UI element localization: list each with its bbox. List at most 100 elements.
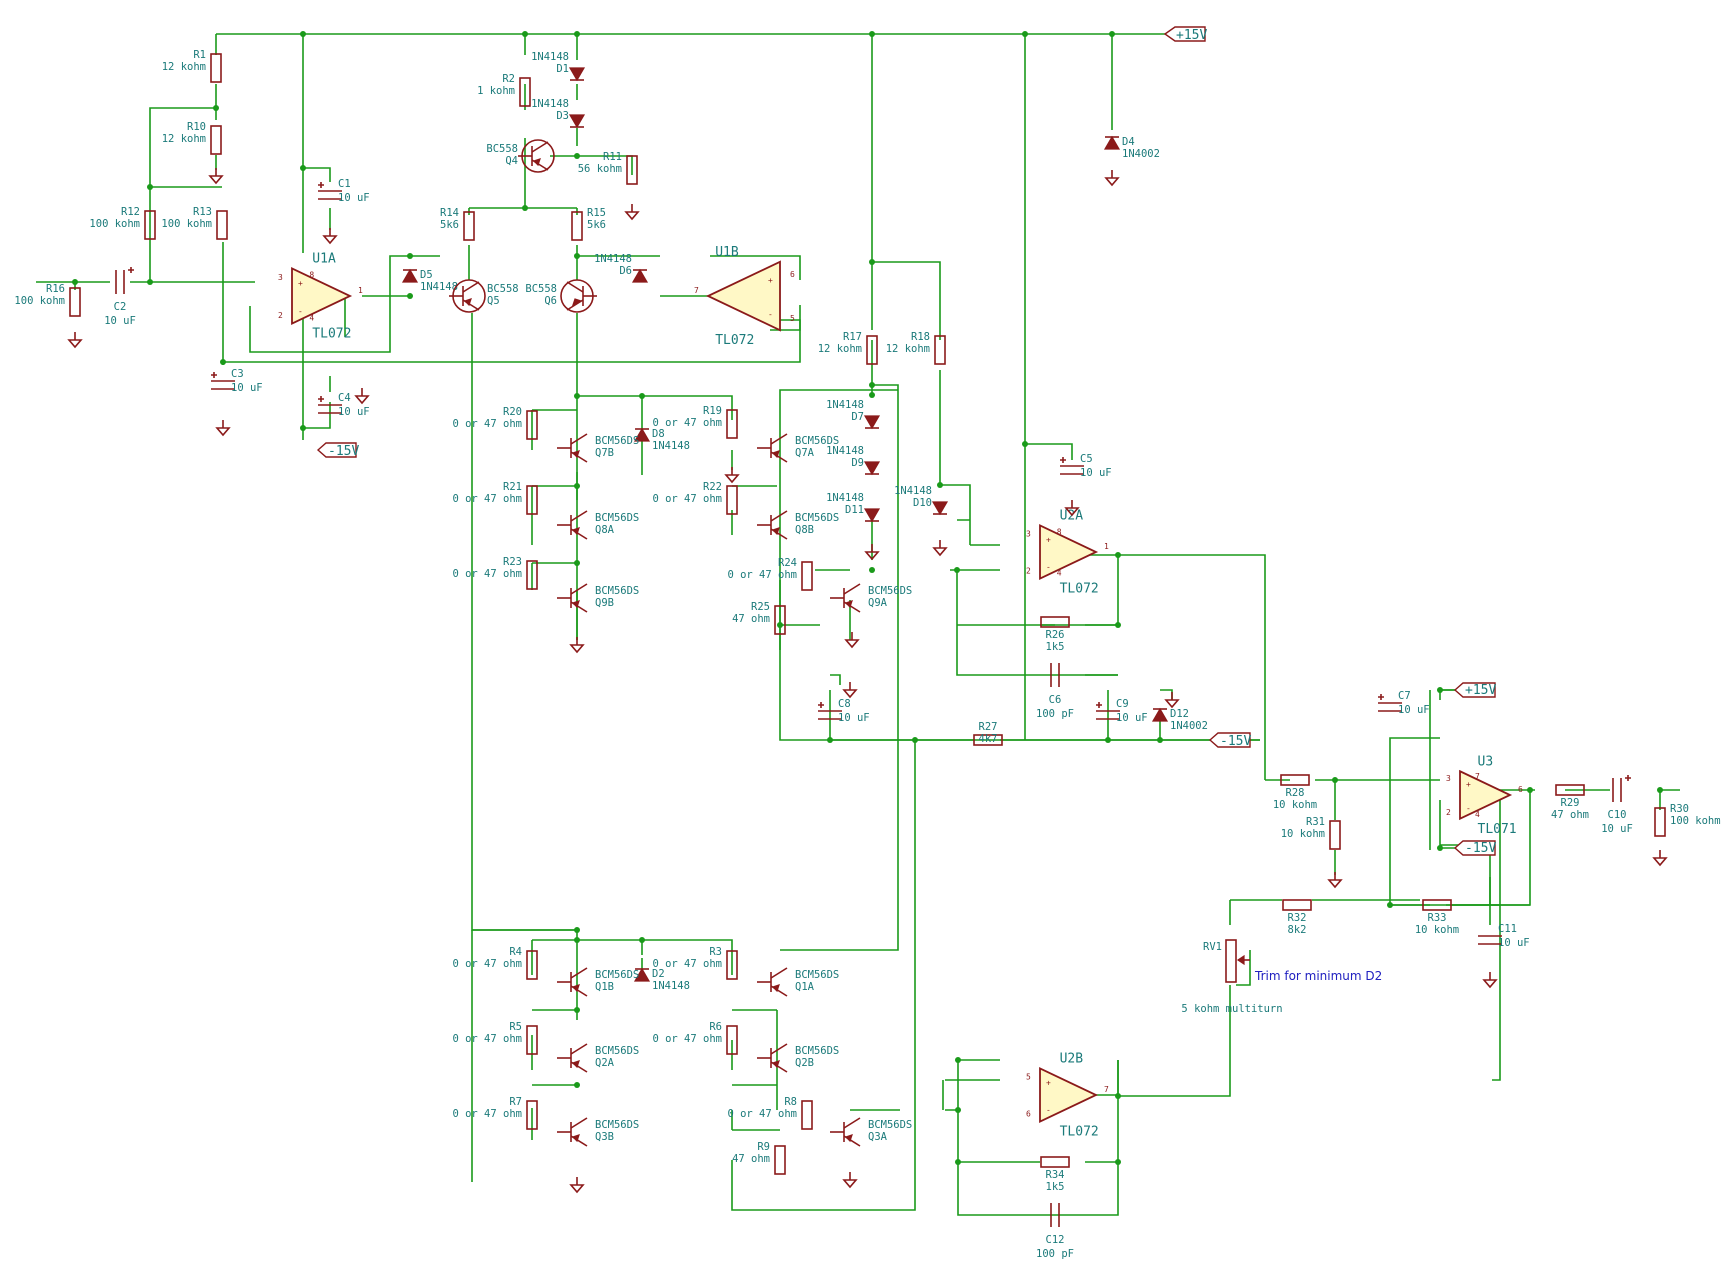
resistor-ref: R23 (503, 556, 522, 568)
resistor-value: 0 or 47 ohm (452, 493, 522, 505)
rail-label-pos: +15V (1453, 682, 1496, 698)
resistor-ref: R11 (603, 151, 622, 163)
opamp-pin: 8 (1057, 527, 1062, 536)
opamp-pin: 2 (1446, 808, 1451, 817)
resistor-ref: R4 (509, 946, 522, 958)
resistor-value: 100 kohm (1670, 815, 1721, 827)
resistor-value: 0 or 47 ohm (652, 493, 722, 505)
ground-symbol (354, 388, 370, 405)
transistor-ref: Q1B (595, 981, 614, 993)
resistor-ref: R10 (187, 121, 206, 133)
capacitor-value: 10 uF (338, 192, 370, 204)
resistor-value: 0 or 47 ohm (452, 1108, 522, 1120)
opamp-pin: 7 (694, 286, 699, 295)
capacitor-ref: C11 (1498, 923, 1517, 935)
resistor-value: 0 or 47 ohm (727, 1108, 797, 1120)
rail-label-neg: -15V (316, 442, 359, 459)
rail-text: +15V (1465, 683, 1496, 698)
opamp-pin: 7 (1475, 772, 1480, 781)
resistor-ref: R14 (440, 207, 459, 219)
capacitor-ref: C2 (114, 301, 127, 313)
opamp-value: TL072 (312, 327, 351, 342)
ground-symbol (569, 1177, 585, 1194)
ground-symbol (842, 1172, 858, 1189)
diode-value: 1N4148 (652, 980, 690, 992)
ground-symbol (1652, 850, 1668, 867)
resistor-ref: R6 (709, 1021, 722, 1033)
resistor-value: 12 kohm (886, 343, 930, 355)
rail-text: -15V (1220, 734, 1251, 749)
capacitor-ref: C3 (231, 368, 244, 380)
resistor-value: 47 ohm (732, 613, 770, 625)
resistor-value: 1k5 (1046, 641, 1065, 653)
resistor-value: 8k2 (1288, 924, 1307, 936)
resistor: R30 or 47 ohm (652, 946, 738, 980)
opamp-pin: 3 (278, 273, 283, 282)
ground-symbol (1327, 872, 1343, 889)
opamp-pin: 2 (278, 311, 283, 320)
resistor-ref: R5 (509, 1021, 522, 1033)
resistor-ref: R21 (503, 481, 522, 493)
diode-value: 1N4148 (652, 440, 690, 452)
diode-ref: D1 (556, 63, 569, 75)
transistor-ref: Q7A (795, 447, 815, 459)
opamp-pin: 8 (309, 271, 314, 280)
ground-symbol (208, 168, 224, 185)
transistor-ref: Q2A (595, 1057, 615, 1069)
resistor-ref: R3 (709, 946, 722, 958)
diode-ref: D10 (913, 497, 932, 509)
resistor-value: 100 kohm (161, 218, 212, 230)
diode-ref: D8 (652, 428, 665, 440)
resistor-ref: R7 (509, 1096, 522, 1108)
opamp-pin: 3 (1026, 530, 1031, 539)
resistor-value: 0 or 47 ohm (652, 958, 722, 970)
transistor-ref: Q8B (795, 524, 814, 536)
resistor-value: 1 kohm (477, 85, 515, 97)
capacitor-value: 10 uF (838, 712, 870, 724)
opamp-ref: U1A (312, 251, 336, 266)
diode-ref: D4 (1122, 136, 1135, 148)
resistor-ref: R27 (979, 721, 998, 733)
opamp-value: TL071 (1478, 822, 1517, 837)
resistor-value: 0 or 47 ohm (452, 958, 522, 970)
transistor-ref: Q3B (595, 1131, 614, 1143)
transistor-value: BC558 (525, 283, 557, 295)
diode-value: 1N4002 (1170, 720, 1208, 732)
ground-symbol (67, 332, 83, 349)
diode-ref: D5 (420, 269, 433, 281)
ground-symbol (842, 682, 858, 699)
resistor-ref: R20 (503, 406, 522, 418)
svg-text:+: + (1046, 1079, 1051, 1088)
rail-text: -15V (1465, 841, 1496, 856)
resistor: R40 or 47 ohm (452, 946, 538, 980)
rail-label-pos: +15V (1163, 26, 1207, 43)
transistor-ref: Q9A (868, 597, 888, 609)
svg-text:-: - (768, 310, 773, 319)
ground-symbol (1104, 170, 1120, 187)
